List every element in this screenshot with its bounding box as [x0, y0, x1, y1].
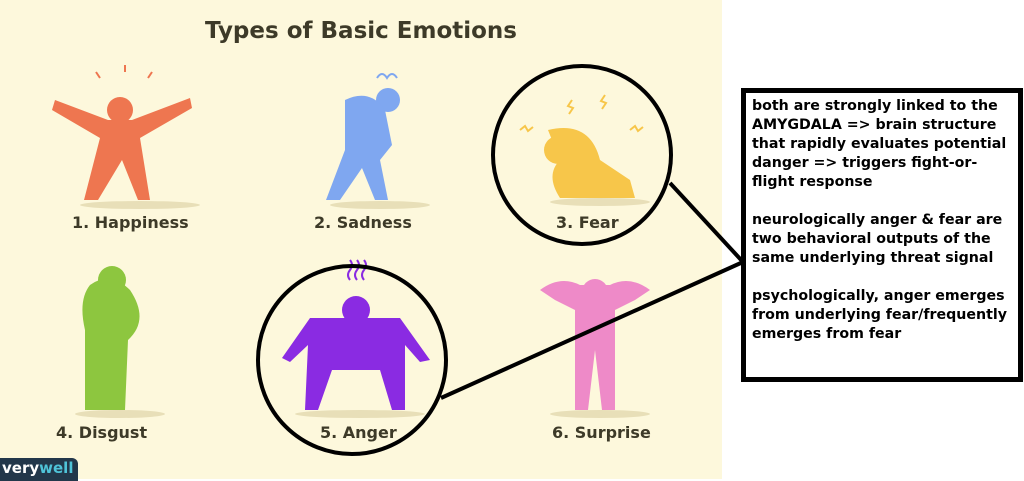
fear-figure [544, 128, 635, 198]
anger-connector-line [440, 260, 744, 400]
label-fear: 3. Fear [556, 213, 619, 232]
sadness-figure [326, 88, 400, 200]
label-sadness: 2. Sadness [314, 213, 412, 232]
logo-text-well: well [39, 459, 74, 477]
anger-steam-icon [347, 259, 367, 281]
annotation-paragraph: neurologically anger & fear are two beha… [752, 212, 1003, 266]
label-happiness: 1. Happiness [72, 213, 189, 232]
page-title: Types of Basic Emotions [204, 18, 518, 44]
annotation-paragraph: psychologically, anger emerges from unde… [752, 288, 1007, 342]
verywell-logo: verywell [0, 458, 79, 481]
disgust-figure [82, 266, 140, 410]
happiness-lines-icon [95, 65, 153, 79]
annotation-box: both are strongly linked to the AMYGDALA… [741, 88, 1023, 382]
sadness-squiggle-icon [376, 73, 398, 80]
annotation-paragraph: both are strongly linked to the AMYGDALA… [752, 98, 1007, 190]
happiness-figure [52, 97, 192, 200]
label-surprise: 6. Surprise [552, 423, 651, 442]
fear-connector-line [668, 181, 745, 264]
label-disgust: 4. Disgust [56, 423, 148, 442]
ground-shadows [75, 198, 650, 418]
fear-highlight-circle [491, 64, 673, 246]
anger-figure [282, 296, 430, 410]
surprise-figure [540, 279, 650, 410]
label-anger: 5. Anger [320, 423, 397, 442]
logo-text-very: very [2, 459, 40, 477]
fear-zigzag-icon [519, 94, 644, 133]
anger-highlight-circle [256, 264, 448, 456]
